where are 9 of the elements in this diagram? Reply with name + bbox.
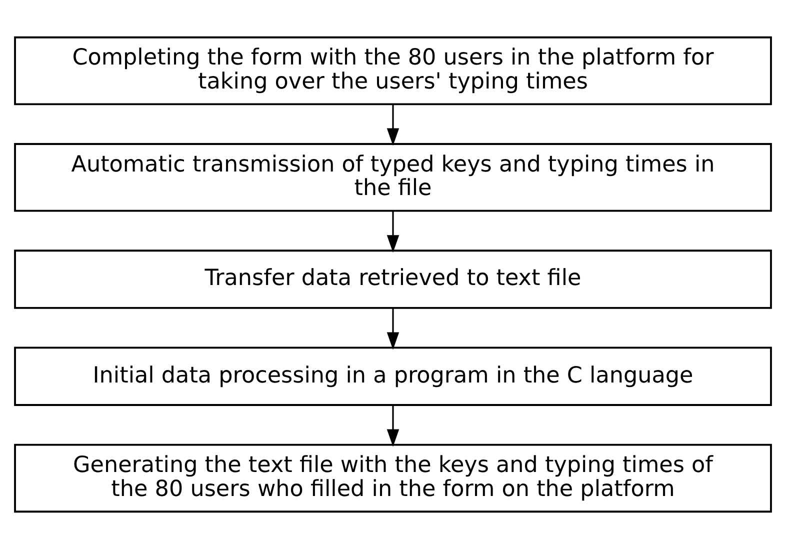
arrow [386,210,400,252]
node-box: Transfer data retrieved to text file [14,249,772,308]
node-box: Completing the form with the 80 users in the platform for taking over the users' typing times [14,36,772,105]
arrow [386,308,400,350]
node-box: Generating the text file with the keys and typing times of the 80 users who filled in the form on the platform [14,443,772,512]
arrow [386,104,400,146]
node-box: Automatic transmission of typed keys and typing times in the file [14,142,772,212]
arrow [386,404,400,446]
node-box: Initial data processing in a program in the C language [14,346,772,406]
